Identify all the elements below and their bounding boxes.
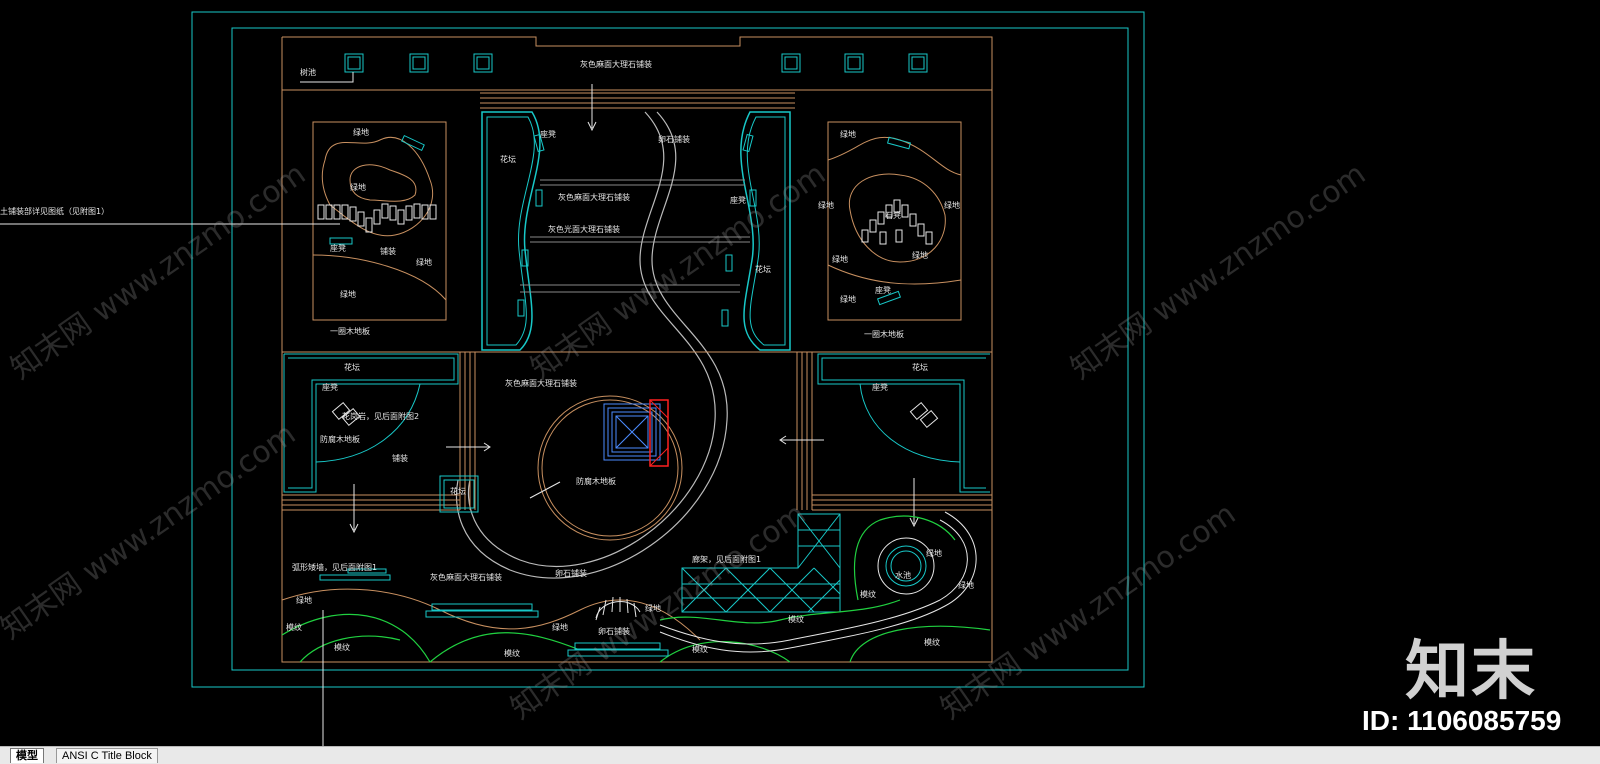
drawing-label: 座凳	[540, 129, 556, 139]
watermark-logo: 知末	[1405, 635, 1537, 709]
drawing-label: 花坛	[450, 486, 466, 496]
drawing-label: 座凳	[872, 382, 888, 392]
model-space-viewport[interactable]: 知末网 www.znzmo.com 知末网 www.znzmo.com 知末网 …	[0, 0, 1600, 746]
drawing-label: 绿地	[912, 250, 928, 260]
drawing-label: 绿地	[926, 548, 942, 558]
drawing-label: 绿地	[296, 595, 312, 605]
drawing-label: 花坛	[912, 362, 928, 372]
drawing-label: 铺装	[380, 246, 396, 256]
drawing-label: 知末网 www.znzmo.com	[0, 417, 302, 647]
left-garden	[312, 121, 447, 321]
drawing-label: 模纹	[286, 622, 302, 632]
drawing-label: 知末网 www.znzmo.com	[1065, 157, 1373, 387]
drawing-label: 绿地	[944, 200, 960, 210]
site-boundary	[281, 36, 993, 663]
drawing-label: 绿地	[645, 603, 661, 613]
drawing-label: 卵石铺装	[658, 134, 690, 144]
label-tree-pond: 树池	[300, 67, 316, 77]
drawing-label: 座凳	[322, 382, 338, 392]
drawing-label: 模纹	[504, 648, 520, 658]
drawing-label: 绿地	[552, 622, 568, 632]
drawing-label: 座凳	[875, 285, 891, 295]
drawing-label: 绿地	[416, 257, 432, 267]
stepping-stones	[659, 511, 977, 653]
label-note-left: 土铺装部详见图纸（见附图1）	[0, 206, 109, 216]
drawing-label: 灰色麻面大理石铺装	[505, 378, 577, 388]
drawing-label: 防腐木地板	[576, 476, 616, 486]
label-top-paving: 灰色麻面大理石铺装	[580, 59, 652, 69]
central-circle	[537, 395, 683, 541]
drawing-label: 座凳	[330, 243, 346, 253]
inner-frame	[231, 27, 1129, 671]
drawing-label: 花坛	[500, 154, 516, 164]
drawing-label: 灰色麻面大理石铺装	[430, 572, 502, 582]
drawing-label: 绿地	[350, 182, 366, 192]
drawing-label: 廊架，见后面附图1	[692, 554, 761, 564]
drawing-label: 座凳	[730, 195, 746, 205]
serpentine-path	[467, 111, 716, 567]
drawing-label: 模纹	[924, 637, 940, 647]
tab-model[interactable]: 模型	[10, 748, 44, 763]
flowerbed-square	[439, 475, 479, 513]
drawing-label: 模纹	[692, 644, 708, 654]
triangle-paving	[681, 513, 841, 613]
drawing-label: 模纹	[334, 642, 350, 652]
drawing-label: 绿地	[832, 254, 848, 264]
drawing-label: 卵石铺装	[555, 568, 587, 578]
watermark-text: 知末网 www.znzmo.com	[5, 157, 313, 387]
drawing-label: 灰色麻面大理石铺装	[558, 192, 630, 202]
drawing-label: 一圈木地板	[864, 329, 904, 339]
drawing-label: 花岗岩，见后面附图2	[342, 411, 419, 421]
drawing-label: 绿地	[818, 200, 834, 210]
layout-tab-bar: 模型 ANSI C Title Block	[0, 746, 1600, 764]
pavilion	[603, 403, 661, 461]
tab-ansi-c-title-block[interactable]: ANSI C Title Block	[56, 748, 158, 763]
cad-drawing[interactable]: 知末网 www.znzmo.com 知末网 www.znzmo.com 知末网 …	[0, 0, 1600, 746]
drawing-label: 一圈木地板	[330, 326, 370, 336]
drawing-label: 绿地	[840, 294, 856, 304]
drawing-label: 弧形矮墙，见后面附图1	[292, 562, 377, 572]
drawing-label: 石凳	[885, 210, 901, 220]
drawing-label: 防腐木地板	[320, 434, 360, 444]
right-l-planter	[817, 353, 990, 493]
drawing-label: 知末网 www.znzmo.com	[935, 497, 1243, 727]
left-wave-planter	[481, 111, 541, 351]
left-l-planter	[283, 353, 459, 493]
drawing-label: 模纹	[860, 589, 876, 599]
right-garden	[827, 121, 962, 321]
drawing-label: 卵石铺装	[598, 626, 630, 636]
drawing-label: 花坛	[344, 362, 360, 372]
pool	[885, 545, 927, 587]
outer-frame	[191, 11, 1145, 688]
drawing-label: 水池	[895, 570, 911, 580]
label-left-green: 绿地	[353, 127, 369, 137]
drawing-label: 绿地	[840, 129, 856, 139]
drawing-label: 绿地	[958, 580, 974, 590]
watermark-id: ID: 1106085759	[1362, 705, 1562, 736]
tree-pits	[344, 53, 928, 73]
right-wave-planter	[740, 111, 791, 351]
drawing-label: 模纹	[788, 614, 804, 624]
drawing-label: 灰色光面大理石铺装	[548, 224, 620, 234]
drawing-label: 铺装	[392, 453, 408, 463]
drawing-label: 绿地	[340, 289, 356, 299]
drawing-label: 花坛	[755, 264, 771, 274]
